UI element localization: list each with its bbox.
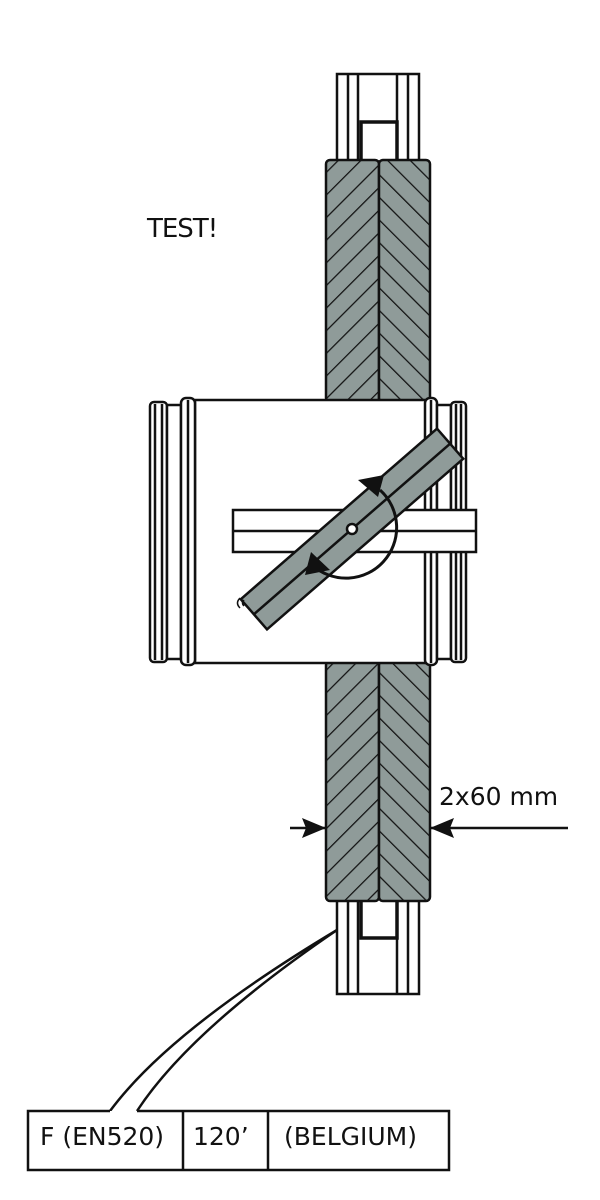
top-insulation-boards — [324, 158, 432, 404]
table-cell-country: (BELGIUM) — [284, 1122, 417, 1151]
annotation-text: TEST! — [147, 214, 218, 244]
rotation-arrow-icon — [310, 488, 399, 580]
classification-table — [26, 1109, 451, 1172]
bottom-insulation-boards — [324, 659, 432, 903]
seal-mark-icon — [236, 597, 245, 609]
bottom-wall-stud — [335, 896, 421, 996]
table-cell-standard: F (EN520) — [40, 1122, 165, 1151]
damper-blade — [239, 426, 465, 632]
dimension-line — [290, 818, 568, 838]
table-cell-duration: 120’ — [193, 1122, 249, 1151]
dimension-label: 2x60 mm — [439, 782, 559, 811]
pivot-icon — [345, 522, 359, 536]
leader-lines — [108, 928, 338, 1112]
top-wall-stud — [335, 72, 421, 164]
